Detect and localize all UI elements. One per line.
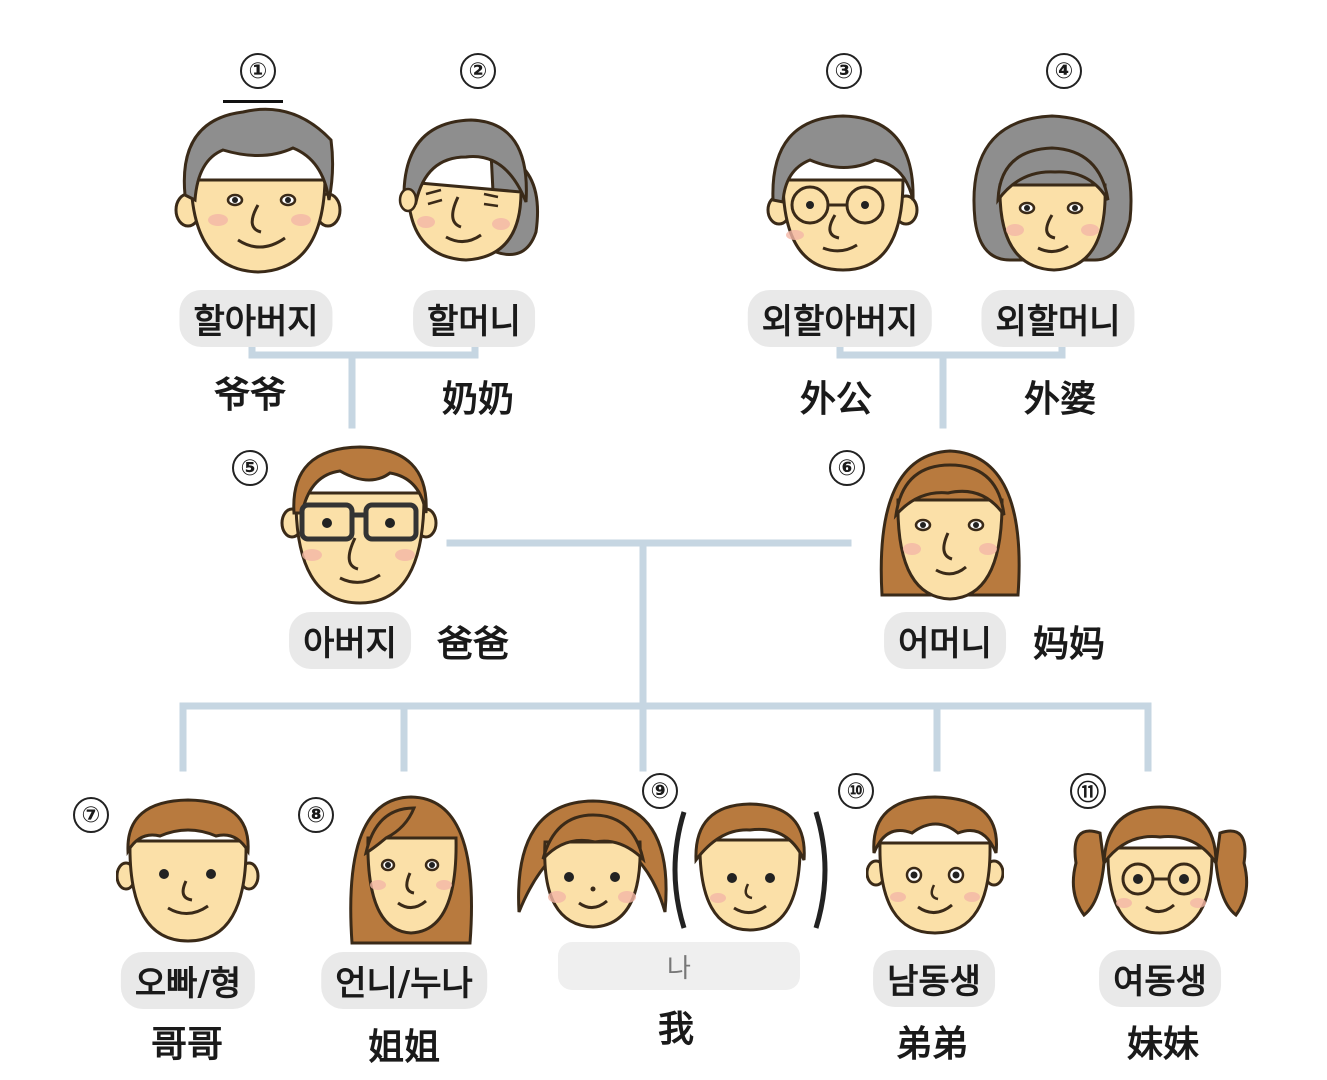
older-sister-face-icon xyxy=(349,795,473,945)
grandmother-face-icon xyxy=(398,118,539,262)
label-kr-father: 아버지 xyxy=(289,612,411,669)
number-father: ⑤ xyxy=(232,450,268,486)
maternal-grandfather-face-icon xyxy=(766,114,919,272)
label-cn-younger-sister: 妹妹 xyxy=(1126,1024,1200,1065)
number-younger-brother: ⑩ xyxy=(838,773,874,809)
label-cn-maternal-grandmother: 外婆 xyxy=(1023,379,1097,420)
number-younger-sister: ⑪ xyxy=(1070,773,1106,809)
label-kr-younger-sister: 여동생 xyxy=(1099,950,1221,1007)
connector-maternal-grandparents xyxy=(836,336,1066,429)
maternal-grandmother-face-icon xyxy=(972,114,1133,272)
mother-face-icon xyxy=(879,449,1021,601)
label-cn-older-brother: 哥哥 xyxy=(150,1024,224,1065)
label-cn-grandmother: 奶奶 xyxy=(441,379,515,420)
label-kr-younger-brother: 남동생 xyxy=(873,950,995,1007)
number-older-sister: ⑧ xyxy=(298,797,334,833)
me-girl-face-icon xyxy=(517,799,668,929)
me-boy-face-icon xyxy=(672,802,828,932)
label-kr-mother: 어머니 xyxy=(884,612,1006,669)
label-cn-younger-brother: 弟弟 xyxy=(895,1024,969,1065)
label-kr-older-brother: 오빠/형 xyxy=(120,952,256,1009)
label-cn-father: 爸爸 xyxy=(436,624,510,665)
number-grandmother: ② xyxy=(460,53,496,89)
label-cn-me: 我 xyxy=(657,1009,695,1050)
label-cn-maternal-grandfather: 外公 xyxy=(799,379,873,420)
younger-sister-face-icon xyxy=(1071,805,1249,935)
number-mother: ⑥ xyxy=(829,450,865,486)
younger-brother-face-icon xyxy=(866,795,1004,935)
connector-paternal-grandparents xyxy=(248,336,479,429)
older-brother-face-icon xyxy=(116,798,260,943)
number-me: ⑨ xyxy=(642,773,678,809)
connector-parents xyxy=(446,539,852,710)
number-older-brother: ⑦ xyxy=(73,797,109,833)
label-kr-grandmother: 할머니 xyxy=(413,290,535,347)
label-cn-older-sister: 姐姐 xyxy=(367,1027,441,1068)
father-face-icon xyxy=(280,445,438,605)
label-kr-me: 나 xyxy=(558,942,800,990)
label-kr-maternal-grandfather: 외할아버지 xyxy=(747,290,933,347)
grandfather-face-icon xyxy=(174,100,342,274)
label-cn-mother: 妈妈 xyxy=(1032,624,1106,665)
label-kr-older-sister: 언니/누나 xyxy=(321,952,487,1009)
number-maternal-grandfather: ③ xyxy=(826,53,862,89)
label-kr-grandfather: 할아버지 xyxy=(179,290,333,347)
number-maternal-grandmother: ④ xyxy=(1046,53,1082,89)
connector-children xyxy=(179,702,1152,772)
label-cn-grandfather: 爷爷 xyxy=(213,375,287,416)
label-kr-maternal-grandmother: 외할머니 xyxy=(981,290,1135,347)
number-grandfather: ① xyxy=(240,53,276,89)
